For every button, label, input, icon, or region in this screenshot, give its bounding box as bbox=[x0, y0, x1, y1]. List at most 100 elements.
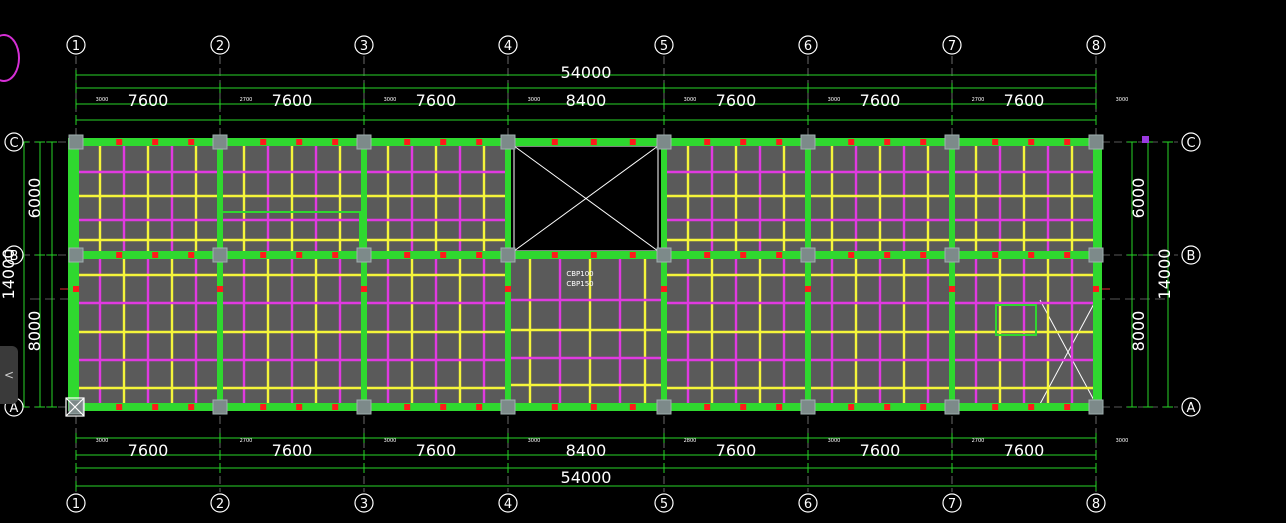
rebar-marker bbox=[1064, 404, 1071, 410]
column-7A bbox=[944, 399, 960, 415]
column-cross bbox=[65, 397, 85, 417]
marker-layer bbox=[73, 136, 1149, 410]
column-5A bbox=[656, 399, 672, 415]
sub-dim-bottom: 3000 bbox=[384, 438, 397, 444]
rebar-marker bbox=[848, 252, 855, 258]
rebar-marker bbox=[332, 139, 339, 145]
grid-bubble-bottom-3: 3 bbox=[360, 497, 368, 512]
rebar-marker bbox=[152, 252, 159, 258]
grid-bubble-top-3: 3 bbox=[360, 39, 368, 54]
grid-bubble-bottom-5: 5 bbox=[660, 497, 668, 512]
column-3A bbox=[356, 399, 372, 415]
rebar-marker bbox=[404, 404, 411, 410]
grid-bubble-bottom-5-circle bbox=[654, 493, 674, 513]
total-height-right: 14000 bbox=[1155, 249, 1174, 300]
rebar-marker bbox=[776, 404, 783, 410]
sub-dim-bottom: 2700 bbox=[972, 438, 985, 444]
column-cross-box bbox=[65, 397, 85, 417]
rebar-marker bbox=[661, 286, 667, 292]
rebar-marker bbox=[629, 252, 636, 258]
stair-cross bbox=[1039, 299, 1097, 405]
column-2B bbox=[212, 247, 228, 263]
column-6B bbox=[800, 247, 816, 263]
slab-label-cbp100: CBP100 bbox=[566, 270, 593, 278]
sub-dim-bottom: 2800 bbox=[684, 438, 697, 444]
rebar-marker bbox=[1093, 286, 1099, 292]
column-8B bbox=[1088, 247, 1104, 263]
sub-dim-top: 3000 bbox=[528, 97, 541, 103]
rebar-marker bbox=[440, 139, 447, 145]
bay-width-top: 7600 bbox=[716, 91, 757, 110]
bay-width-top: 7600 bbox=[860, 91, 901, 110]
rebar-marker bbox=[992, 139, 999, 145]
main-beam-col-2 bbox=[217, 142, 223, 407]
rebar-marker bbox=[920, 252, 927, 258]
grid-bubble-left-B: B bbox=[10, 249, 19, 264]
rebar-marker bbox=[1028, 252, 1035, 258]
dimension-layer bbox=[19, 70, 1173, 491]
bay-width-top: 7600 bbox=[416, 91, 457, 110]
main-beam-col-3 bbox=[361, 142, 367, 407]
rebar-marker bbox=[296, 404, 303, 410]
stair-panel bbox=[995, 304, 1037, 336]
column-3B bbox=[356, 247, 372, 263]
side-panel-toggle[interactable]: < bbox=[0, 346, 18, 404]
rebar-marker bbox=[116, 404, 123, 410]
grid-bubble-bottom-8-circle bbox=[1086, 493, 1106, 513]
rebar-marker bbox=[1028, 404, 1035, 410]
rebar-marker bbox=[1064, 252, 1071, 258]
rebar-marker bbox=[73, 286, 79, 292]
grid-bubble-bottom-1: 1 bbox=[72, 497, 80, 512]
grid-bubble-left-B-circle bbox=[4, 245, 24, 265]
rebar-marker bbox=[476, 139, 483, 145]
column-7B bbox=[944, 247, 960, 263]
grid-bubble-top-8: 8 bbox=[1092, 39, 1100, 54]
edge-beam-left bbox=[68, 138, 76, 411]
rebar-marker bbox=[332, 404, 339, 410]
rebar-marker bbox=[920, 139, 927, 145]
span-height-right-top: 6000 bbox=[1129, 178, 1148, 219]
column-2C bbox=[212, 134, 228, 150]
column-5B bbox=[656, 247, 672, 263]
total-length-top: 54000 bbox=[561, 63, 612, 82]
grid-bubble-left-C: C bbox=[9, 136, 18, 151]
rebar-marker bbox=[848, 404, 855, 410]
grid-bubble-right-A: A bbox=[1187, 401, 1196, 416]
bay-width-bottom: 7600 bbox=[128, 441, 169, 460]
span-height-left-top: 6000 bbox=[25, 178, 44, 219]
sub-dim-top: 3000 bbox=[828, 97, 841, 103]
rebar-marker bbox=[704, 252, 711, 258]
sub-dim-top: 3000 bbox=[684, 97, 697, 103]
rebar-marker bbox=[740, 404, 747, 410]
sub-dim-bottom: 3000 bbox=[828, 438, 841, 444]
column-5C bbox=[656, 134, 672, 150]
rebar-marker bbox=[260, 252, 267, 258]
rebar-marker bbox=[740, 252, 747, 258]
grid-bubble-top-6-circle bbox=[798, 35, 818, 55]
column-3C bbox=[356, 134, 372, 150]
bay-width-top: 7600 bbox=[1004, 91, 1045, 110]
sub-dim-bottom: 3000 bbox=[96, 438, 109, 444]
rebar-marker bbox=[116, 139, 123, 145]
bay-width-bottom: 7600 bbox=[716, 441, 757, 460]
rebar-marker bbox=[949, 286, 955, 292]
rebar-marker bbox=[1064, 139, 1071, 145]
rebar-marker bbox=[629, 139, 636, 145]
column-4B bbox=[500, 247, 516, 263]
rebar-marker bbox=[188, 404, 195, 410]
rebar-marker bbox=[884, 252, 891, 258]
grid-bubble-bottom-7-circle bbox=[942, 493, 962, 513]
rebar-marker bbox=[740, 139, 747, 145]
column-8C bbox=[1088, 134, 1104, 150]
sub-dim-bottom: 3000 bbox=[1116, 438, 1129, 444]
rebar-marker bbox=[805, 286, 811, 292]
grid-bubble-top-7-circle bbox=[942, 35, 962, 55]
grid-bubble-top-2: 2 bbox=[216, 39, 224, 54]
rebar-marker bbox=[590, 139, 597, 145]
bay-width-top: 7600 bbox=[272, 91, 313, 110]
rebar-marker bbox=[188, 252, 195, 258]
grid-bubble-left-C-circle bbox=[4, 132, 24, 152]
bay-width-bottom: 7600 bbox=[1004, 441, 1045, 460]
grid-bubble-bottom-3-circle bbox=[354, 493, 374, 513]
rebar-marker bbox=[476, 404, 483, 410]
